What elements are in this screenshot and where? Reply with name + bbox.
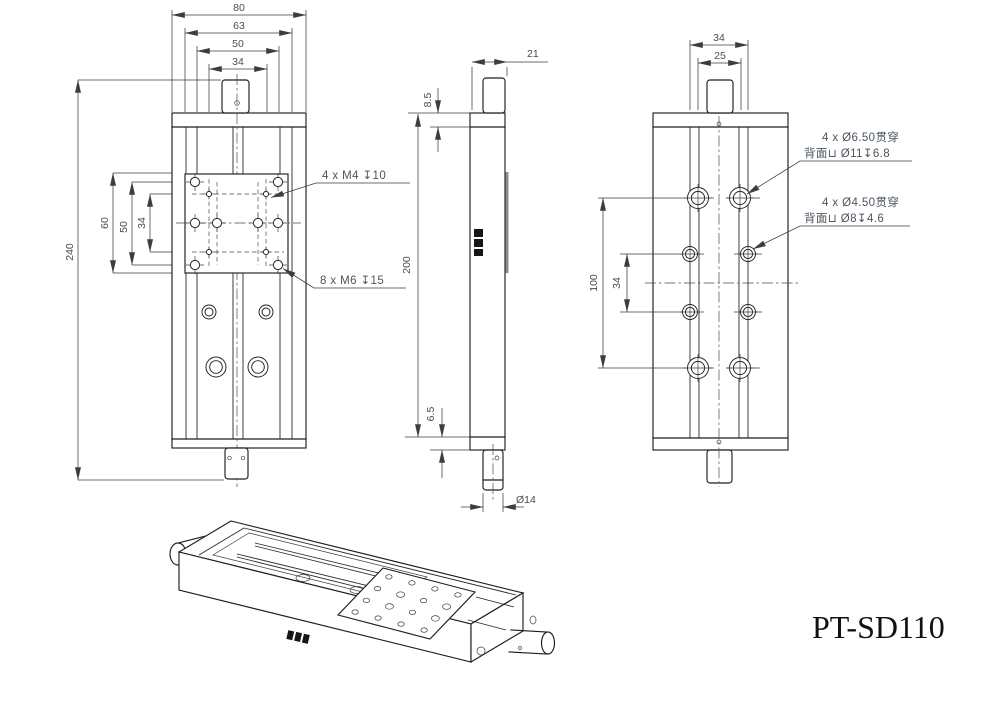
- dim-200: 200: [401, 256, 413, 274]
- callout-cb1: 4 x Ø6.50贯穿 背面⊔ Ø11↧6.8: [746, 130, 912, 195]
- top-knob-back: [706, 79, 734, 114]
- watermark-mark-iso: [286, 630, 310, 644]
- stage-body-side: [469, 112, 506, 451]
- front-view: 80 63 50 34 240 60 50 34: [64, 2, 410, 487]
- cb-holes-6-5: [684, 184, 754, 382]
- dim-100: 100: [588, 274, 600, 292]
- dim-50-top: 50: [232, 38, 244, 50]
- dim-6-5: 6.5: [425, 407, 437, 422]
- callout-m6: 8 x M6 ↧15: [282, 268, 406, 289]
- callout-cb1-line2: 背面⊔ Ø11↧6.8: [804, 146, 890, 160]
- dim-34-back-top: 34: [713, 32, 725, 44]
- dim-63: 63: [233, 20, 245, 32]
- callout-cb2: 4 x Ø4.50贯穿 背面⊔ Ø8↧4.6: [752, 195, 910, 250]
- side-view: 21 8.5 200 6.5 Ø14: [401, 48, 548, 512]
- callout-cb2-line1: 4 x Ø4.50贯穿: [822, 195, 899, 209]
- dim-60: 60: [99, 217, 111, 229]
- stage-body-back: [652, 112, 789, 451]
- dim-34-top: 34: [232, 56, 244, 68]
- top-knob-front: [221, 79, 250, 114]
- m6-holes: [186, 173, 287, 274]
- dim-50-left: 50: [118, 221, 130, 233]
- callout-cb1-line1: 4 x Ø6.50贯穿: [822, 130, 899, 144]
- callout-m6-text: 8 x M6 ↧15: [320, 275, 384, 287]
- dim-80: 80: [233, 2, 245, 14]
- dim-21: 21: [527, 48, 539, 60]
- callout-m4: 4 x M4 ↧10: [270, 170, 410, 198]
- callout-cb2-line2: 背面⊔ Ø8↧4.6: [804, 211, 884, 225]
- iso-platform: [336, 567, 477, 640]
- cb-holes-4-5: [680, 244, 758, 322]
- dim-8-5: 8.5: [422, 93, 434, 108]
- dim-knob-diameter: Ø14: [516, 494, 536, 506]
- platform-plate: [184, 173, 289, 274]
- stage-body-front: [171, 112, 307, 449]
- bottom-knob-front: [224, 447, 249, 480]
- part-number-label: PT-SD110: [812, 609, 945, 645]
- isometric-view: [169, 520, 556, 664]
- top-knob-side: [482, 77, 506, 114]
- iso-platform-holes: [351, 574, 462, 633]
- back-view: 34 25 100 34: [588, 32, 912, 487]
- watermark-mark: [474, 229, 483, 256]
- callout-m4-text: 4 x M4 ↧10: [322, 170, 386, 182]
- dim-34-left: 34: [136, 217, 148, 229]
- dim-34-back-left: 34: [611, 277, 623, 289]
- body-through-holes: [201, 304, 274, 378]
- dim-240: 240: [64, 243, 76, 261]
- bottom-knob-back: [706, 449, 733, 484]
- iso-right-knob: [476, 615, 556, 656]
- m4-holes: [203, 188, 272, 258]
- dim-25-back-top: 25: [714, 50, 726, 62]
